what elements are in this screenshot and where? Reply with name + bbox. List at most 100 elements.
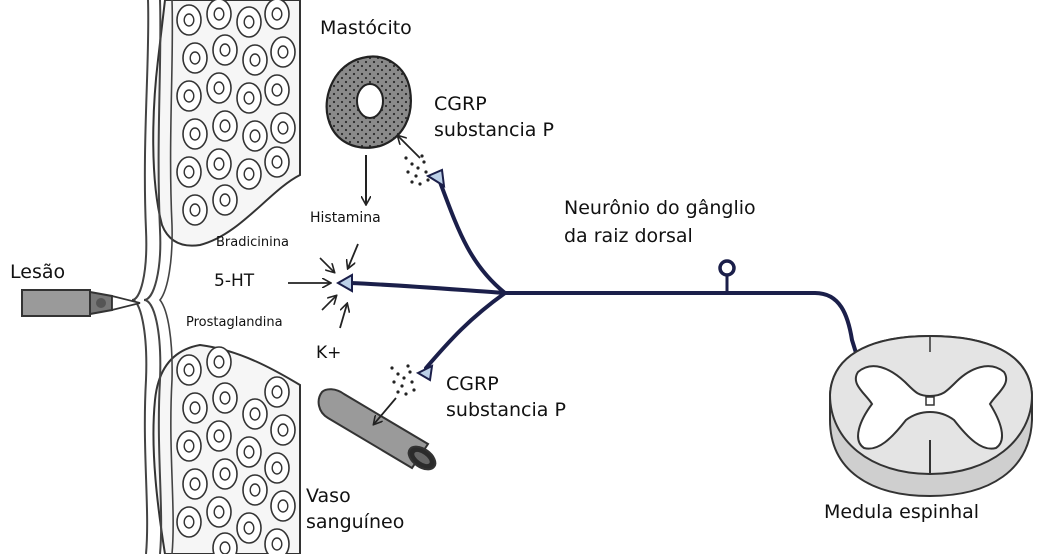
cell-nucleus <box>244 168 254 180</box>
release-dots-top <box>404 154 429 185</box>
vessel-label-line2: sanguíneo <box>306 512 404 534</box>
release-dot <box>408 370 411 373</box>
central-canal <box>926 397 934 405</box>
release-dot <box>406 364 409 367</box>
release-dot <box>400 384 403 387</box>
cell-nucleus <box>278 424 288 436</box>
release-dot <box>410 380 413 383</box>
cell-nucleus <box>244 446 254 458</box>
injury-instrument <box>22 290 140 316</box>
release-dot <box>402 376 405 379</box>
vessel-label-line1: Vaso <box>306 486 351 508</box>
cell-nucleus <box>244 92 254 104</box>
cell-nucleus <box>244 522 254 534</box>
release-dot <box>424 170 427 173</box>
cell-nucleus <box>190 402 200 414</box>
cell-nucleus <box>272 462 282 474</box>
cell-nucleus <box>190 478 200 490</box>
cgrp-top-label-line1: CGRP <box>434 94 487 116</box>
cell-nucleus <box>184 166 194 178</box>
cell-nucleus <box>184 440 194 452</box>
release-dot <box>396 390 399 393</box>
release-dot <box>412 388 415 391</box>
mast-cell <box>327 57 411 148</box>
branch-top <box>440 182 505 293</box>
cell-nucleus <box>220 392 230 404</box>
cell-nucleus <box>190 204 200 216</box>
cell-nucleus <box>220 468 230 480</box>
cgrp-top-label-line2: substancia P <box>434 120 554 142</box>
release-dot <box>420 154 423 157</box>
cell-nucleus <box>214 8 224 20</box>
ganglion-cell-body <box>720 261 734 275</box>
release-dot <box>396 372 399 375</box>
release-dot <box>410 162 413 165</box>
cell-nucleus <box>250 408 260 420</box>
cell-nucleus <box>190 52 200 64</box>
cell-nucleus <box>278 46 288 58</box>
cell-nucleus <box>220 120 230 132</box>
cgrp-bottom-label-line2: substancia P <box>446 400 566 422</box>
cell-nucleus <box>278 500 288 512</box>
release-dot <box>410 180 413 183</box>
cell-nucleus <box>250 54 260 66</box>
neuron-label-line2: da raiz dorsal <box>564 226 693 248</box>
histamine-label: Histamina <box>310 210 381 226</box>
cell-nucleus <box>214 506 224 518</box>
release-dot <box>416 166 419 169</box>
cell-nucleus <box>214 356 224 368</box>
cell-nucleus <box>272 156 282 168</box>
dermis-line-1 <box>132 0 148 554</box>
branch-bottom <box>426 293 505 368</box>
release-dot <box>392 380 395 383</box>
main-axon <box>505 293 862 372</box>
cell-nucleus <box>250 130 260 142</box>
cell-nucleus <box>214 82 224 94</box>
mast-cell-label: Mastócito <box>320 18 412 40</box>
bradykinin-arrow <box>320 258 334 272</box>
release-dots-bottom <box>390 364 415 395</box>
cgrp-to-mast-arrow <box>398 136 420 158</box>
bradykinin-label: Bradicinina <box>216 236 289 251</box>
terminal-middle <box>338 275 352 291</box>
cell-nucleus <box>272 8 282 20</box>
cell-nucleus <box>272 386 282 398</box>
release-dot <box>418 182 421 185</box>
cell-nucleus <box>272 84 282 96</box>
cell-nucleus <box>214 430 224 442</box>
release-dot <box>390 366 393 369</box>
cell-nucleus <box>214 158 224 170</box>
release-dot <box>422 160 425 163</box>
release-dot <box>414 174 417 177</box>
release-dot <box>426 178 429 181</box>
release-dot <box>404 156 407 159</box>
cell-nucleus <box>220 44 230 56</box>
neuron-label-line1: Neurônio do gânglio <box>564 198 756 220</box>
cell-nucleus <box>184 90 194 102</box>
cell-nucleus <box>184 516 194 528</box>
cell-nucleus <box>278 122 288 134</box>
histamine-arrow <box>348 244 358 268</box>
cell-nucleus <box>220 194 230 206</box>
blood-vessel <box>319 389 440 474</box>
cell-nucleus <box>244 16 254 28</box>
prostaglandin-arrow <box>322 296 336 310</box>
cell-nucleus <box>184 364 194 376</box>
potassium-arrow <box>340 304 347 328</box>
cell-nucleus <box>272 538 282 550</box>
cell-nucleus <box>190 128 200 140</box>
injury-label: Lesão <box>10 262 65 284</box>
cell-nucleus <box>184 14 194 26</box>
cell-nucleus <box>220 542 230 554</box>
branch-middle <box>350 283 505 293</box>
release-dot <box>404 392 407 395</box>
serotonin-label: 5-HT <box>214 272 254 292</box>
cgrp-bottom-label-line1: CGRP <box>446 374 499 396</box>
spinal-cord <box>830 336 1032 496</box>
terminal-top <box>428 170 444 186</box>
prostaglandin-label: Prostaglandina <box>186 316 283 331</box>
cell-nucleus <box>250 484 260 496</box>
spinal-cord-label: Medula espinhal <box>824 502 979 524</box>
release-dot <box>406 170 409 173</box>
